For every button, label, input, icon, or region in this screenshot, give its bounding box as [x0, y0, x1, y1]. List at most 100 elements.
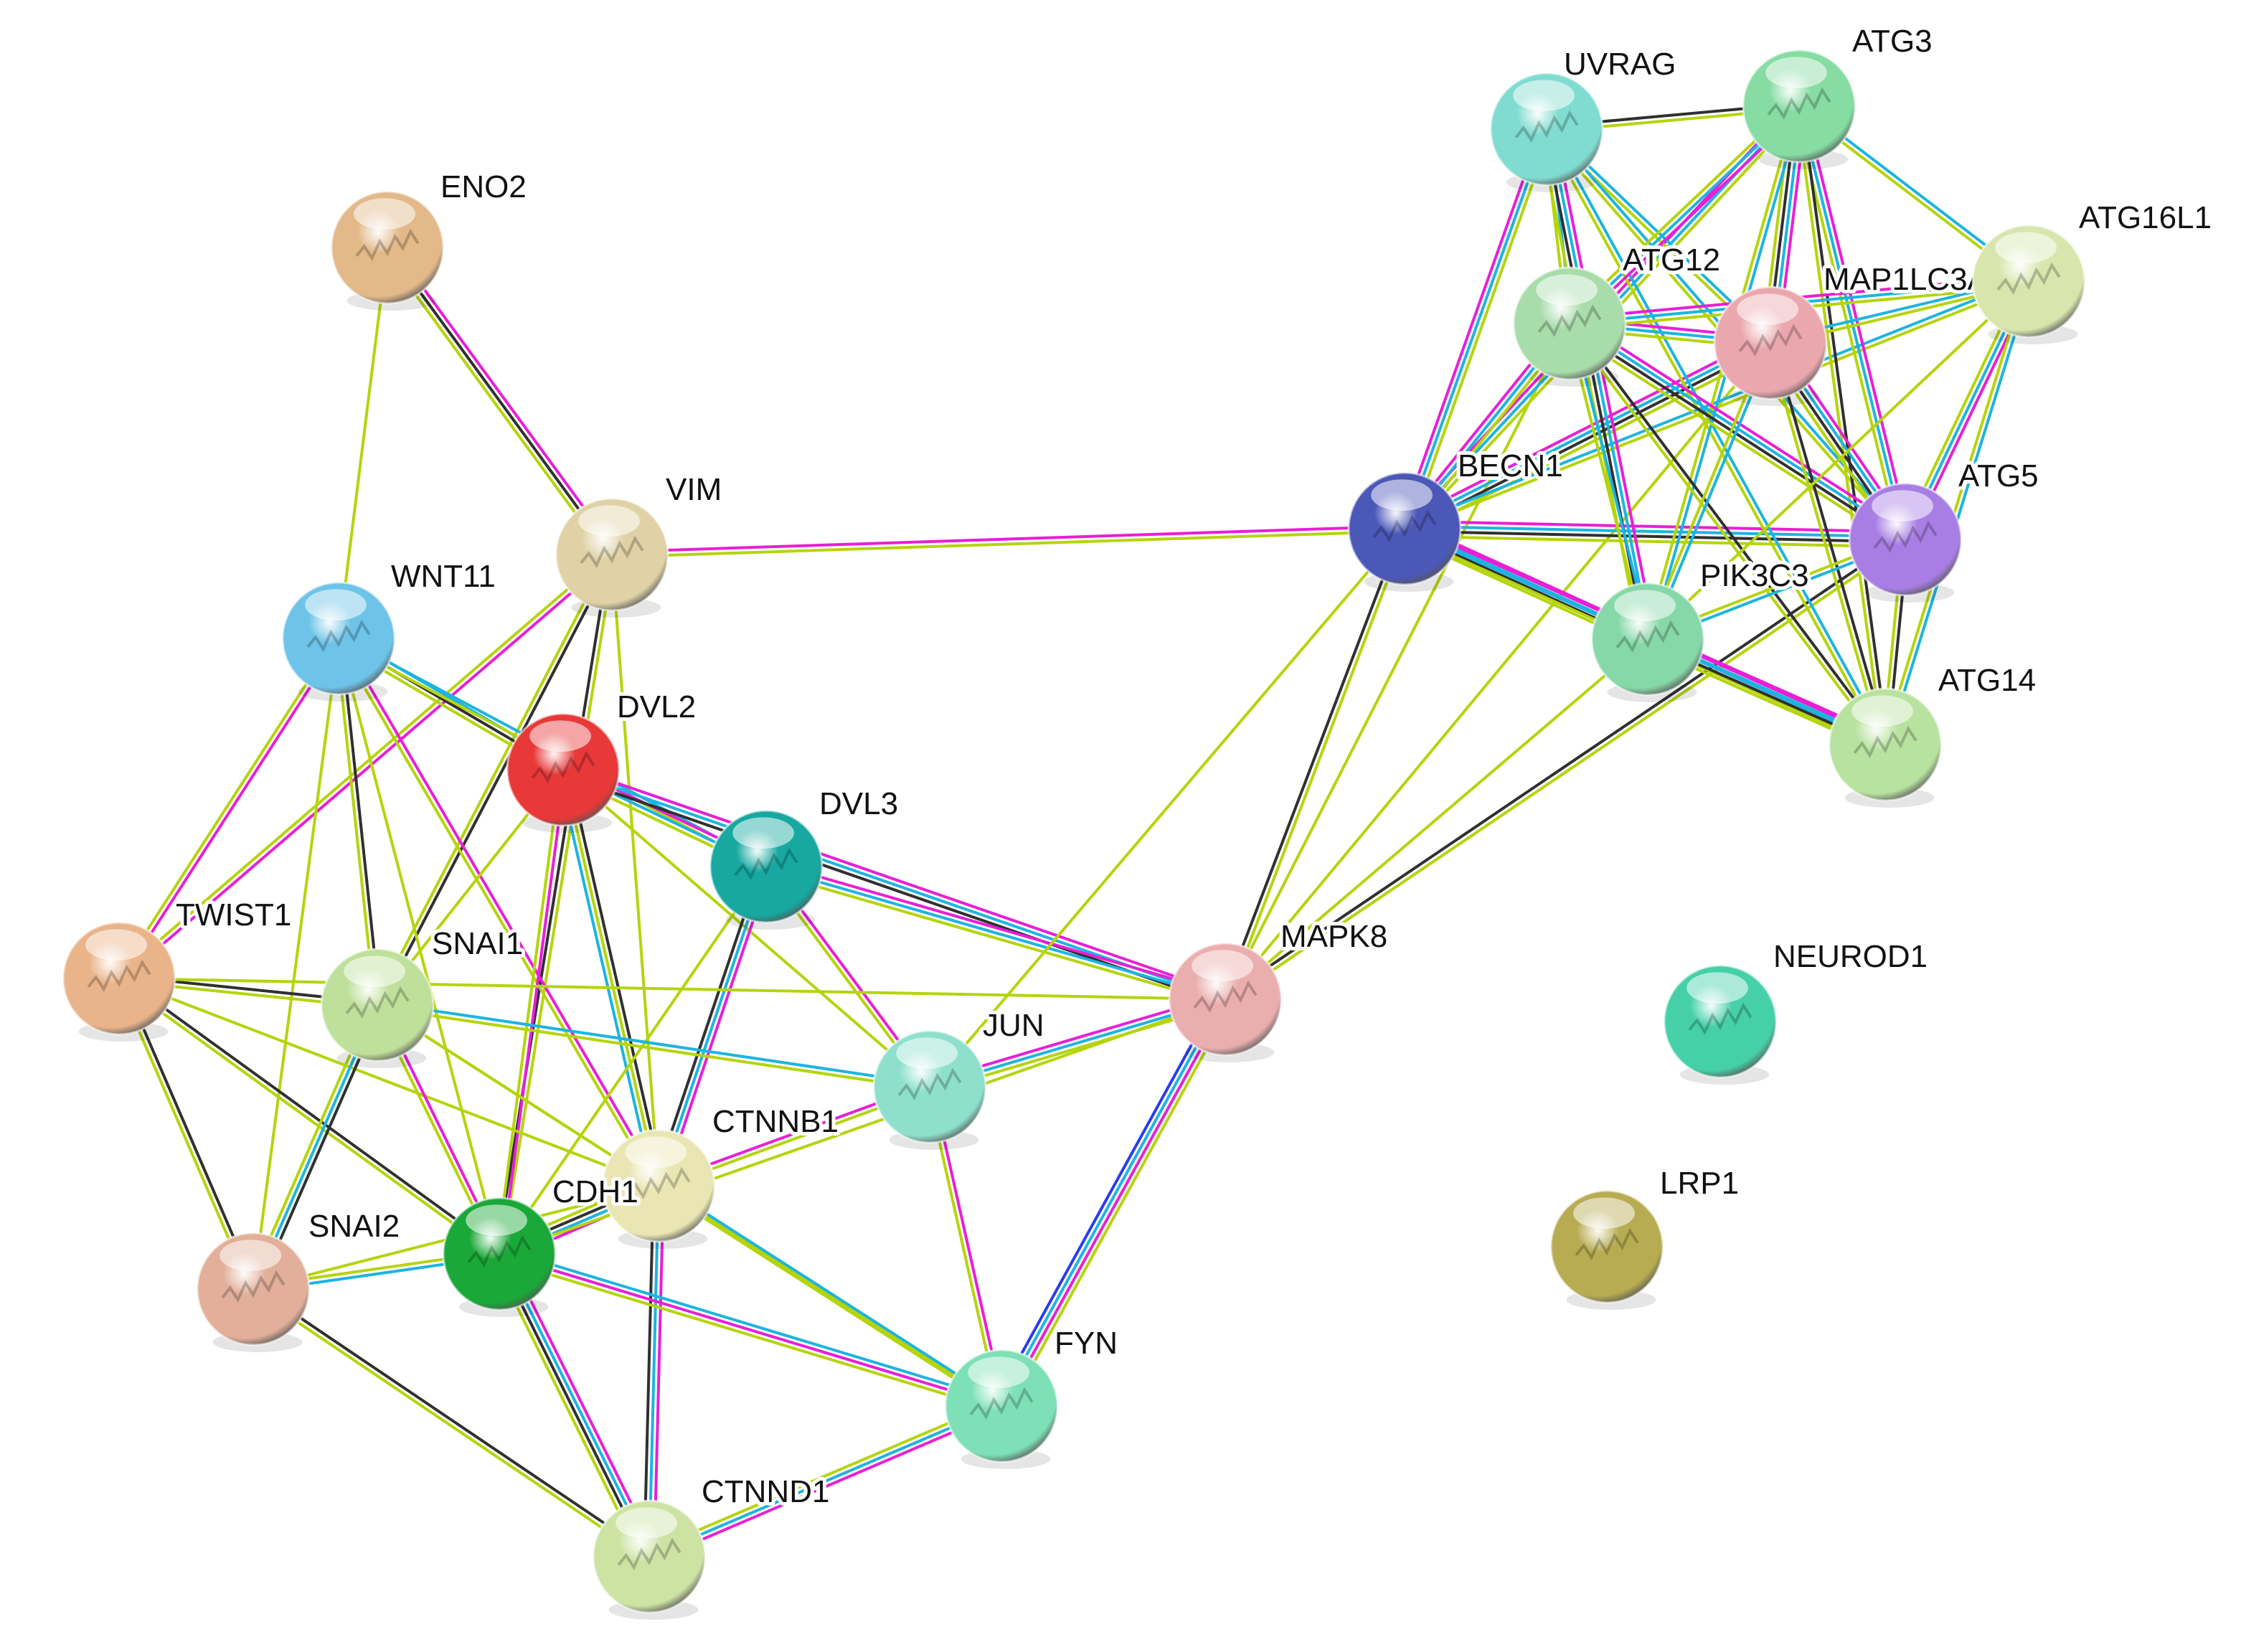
protein-structure-icon: [626, 1166, 691, 1200]
edge-dvl3-mapk8: [763, 860, 1228, 1006]
node-twist1[interactable]: TWIST1: [62, 894, 295, 1042]
edge-line-textmining: [1407, 129, 1553, 532]
edge-becn1-atg5: [1402, 519, 1907, 549]
node-label-pik3c3: PIK3C3: [1700, 558, 1809, 593]
node-label-map1lc3a: MAP1LC3A: [1824, 262, 1989, 297]
node-label-uvrag: UVRAG: [1564, 47, 1676, 82]
edge-line-databases: [765, 865, 1227, 1001]
node-highlight: [1371, 479, 1433, 511]
edge-twist1-cdh1: [115, 975, 503, 1257]
node-atg14[interactable]: ATG14: [1828, 659, 2039, 808]
node-label-snai1: SNAI1: [432, 926, 523, 961]
edge-ctnnb1-ctnnd1: [643, 1184, 665, 1559]
node-atg12[interactable]: ATG12: [1512, 239, 1724, 387]
edge-line-databases: [997, 996, 1225, 1407]
edge-line-experiments: [498, 1252, 1003, 1407]
edge-line-textmining: [1224, 322, 1571, 1001]
edge-line-coexpression: [495, 552, 611, 1255]
node-eno2[interactable]: ENO2: [330, 166, 530, 311]
node-dvl2[interactable]: DVL2: [506, 686, 699, 833]
edge-wnt11-snai2: [252, 637, 340, 1290]
edge-line-databases: [1886, 280, 2033, 747]
edge-line-textmining: [118, 977, 1227, 1001]
node-map1lc3a[interactable]: MAP1LC3A: [1713, 258, 1993, 406]
edge-twist1-mapk8: [118, 977, 1227, 1001]
node-label-dvl2: DVL2: [617, 689, 696, 724]
node-vim[interactable]: VIM: [555, 468, 725, 618]
edge-line-textmining: [1402, 534, 1907, 549]
node-fyn[interactable]: FYN: [944, 1322, 1121, 1469]
edge-line-coexpression: [1221, 526, 1404, 1000]
edge-line-textmining: [1646, 280, 2030, 641]
edge-line-databases: [499, 1247, 1004, 1403]
protein-structure-icon: [1996, 262, 2061, 296]
edge-line-experiments: [1398, 126, 1544, 529]
edge-line-textmining: [1566, 324, 1885, 748]
edge-line-neighborhood: [993, 993, 1220, 1404]
edge-line-textmining: [375, 1006, 931, 1091]
edge-eno2-vim: [382, 242, 618, 560]
node-highlight: [354, 198, 415, 230]
edge-line-textmining: [610, 529, 1407, 559]
node-becn1[interactable]: BECN1: [1347, 445, 1567, 592]
node-atg3[interactable]: ATG3: [1742, 20, 1936, 169]
edge-line-coexpression: [119, 975, 503, 1254]
node-uvrag[interactable]: UVRAG: [1489, 43, 1679, 192]
edge-line-textmining: [1006, 1001, 1234, 1412]
protein-structure-icon: [1514, 110, 1579, 143]
node-atg16l1[interactable]: ATG16L1: [1971, 197, 2215, 344]
node-label-atg5: ATG5: [1958, 458, 2039, 494]
protein-structure-icon: [1767, 87, 1831, 121]
node-lrp1[interactable]: LRP1: [1549, 1162, 1742, 1310]
node-mapk8[interactable]: MAPK8: [1168, 915, 1391, 1062]
edge-vim-ctnnb1: [610, 553, 660, 1187]
protein-structure-icon: [897, 1067, 962, 1101]
node-wnt11[interactable]: WNT11: [281, 555, 499, 702]
node-jun[interactable]: JUN: [872, 1004, 1048, 1150]
node-dvl3[interactable]: DVL3: [709, 783, 902, 930]
edge-line-databases: [1402, 339, 1771, 528]
edge-line-textmining: [1224, 341, 1772, 1001]
node-highlight: [529, 720, 591, 752]
edge-line-experiments: [1002, 999, 1230, 1409]
node-highlight: [1513, 80, 1575, 112]
edge-mapk8-map1lc3a: [1224, 341, 1772, 1001]
edge-vim-becn1: [610, 524, 1407, 559]
node-cdh1[interactable]: CDH1: [442, 1171, 642, 1317]
edge-line-experiments: [500, 768, 567, 1256]
node-label-cdh1: CDH1: [552, 1174, 638, 1209]
node-highlight: [1765, 57, 1828, 89]
node-highlight: [1995, 232, 2057, 264]
node-label-atg14: ATG14: [1938, 663, 2036, 698]
edge-uvrag-atg14: [1542, 126, 1889, 747]
node-highlight: [220, 1240, 281, 1272]
node-ctnnb1[interactable]: CTNNB1: [601, 1100, 842, 1249]
edge-line-coexpression: [1800, 104, 1889, 746]
edge-mapk8-pik3c3: [1224, 638, 1649, 1001]
edge-eno2-wnt11: [337, 246, 389, 640]
node-label-vim: VIM: [666, 472, 722, 507]
edge-dvl2-cdh1: [495, 768, 567, 1256]
node-snai1[interactable]: SNAI1: [320, 922, 527, 1068]
node-neurod1[interactable]: NEUROD1: [1663, 935, 1931, 1085]
node-highlight: [1192, 950, 1253, 982]
node-highlight: [896, 1037, 958, 1070]
edge-ctnnb1-fyn: [656, 1182, 1004, 1410]
node-atg5[interactable]: ATG5: [1848, 455, 2042, 603]
protein-structure-icon: [1193, 980, 1258, 1014]
edge-line-textmining: [335, 638, 658, 1189]
node-snai2[interactable]: SNAI2: [196, 1205, 403, 1352]
node-highlight: [85, 929, 147, 961]
node-highlight: [968, 1356, 1029, 1389]
edge-line-experiments: [610, 524, 1406, 554]
node-label-wnt11: WNT11: [391, 559, 496, 594]
edge-line-databases: [648, 1184, 660, 1558]
node-pik3c3[interactable]: PIK3C3: [1590, 554, 1813, 702]
edge-mapk8-becn1: [1221, 526, 1409, 1002]
node-label-dvl3: DVL3: [819, 786, 898, 821]
node-label-lrp1: LRP1: [1660, 1166, 1739, 1201]
node-ctnnd1[interactable]: CTNND1: [592, 1471, 833, 1620]
edge-line-databases: [1403, 128, 1548, 530]
protein-structure-icon: [1738, 324, 1803, 357]
edge-line-coexpression: [378, 554, 616, 1008]
